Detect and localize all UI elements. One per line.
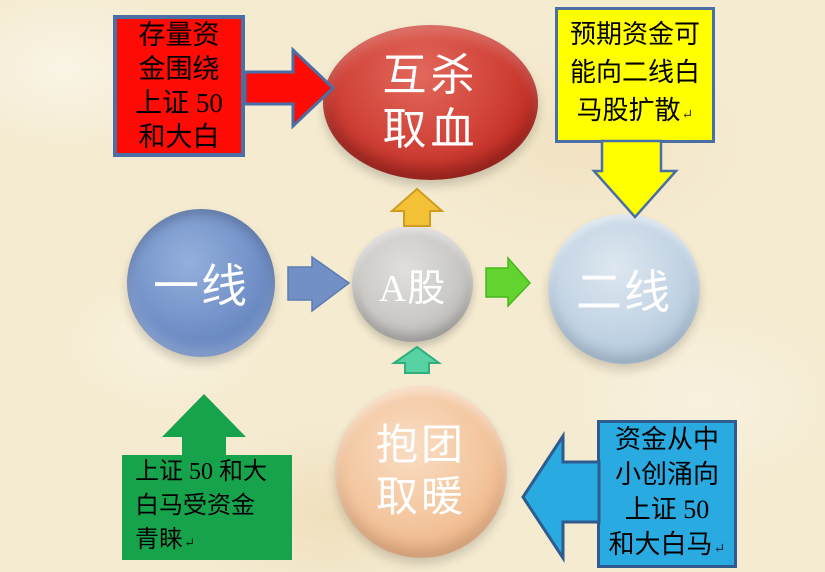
node-tier-one: 一线 — [127, 209, 275, 357]
callout-funds-around-sse50: 存量资 金围绕 上证 50 和大白 — [113, 15, 245, 157]
node-label: 一线 — [153, 261, 249, 312]
paragraph-mark: ↵ — [184, 535, 196, 550]
callout-line: 预期资金可 — [569, 20, 700, 49]
callout-line: 上证 50 — [135, 88, 223, 118]
callout-line: 上证 50 和大 — [135, 459, 267, 485]
node-label: 互杀 — [382, 50, 479, 100]
arrow-red-right-icon — [243, 46, 336, 130]
paragraph-mark: ↵ — [681, 107, 694, 123]
callout-line: 和大白 — [138, 122, 220, 152]
callout-line: 资金从中 — [614, 424, 719, 454]
node-a-share: A股 — [352, 226, 473, 342]
node-label: 抱团 — [375, 422, 466, 469]
callout-line: 小创涌向 — [614, 459, 719, 489]
callout-line: 青睐↵ — [135, 527, 196, 553]
node-tier-two: 二线 — [548, 214, 700, 364]
callout-expected-spread-tier2: 预期资金可 能向二线白 马股扩散↵ — [555, 7, 715, 143]
callout-line: 金围绕 — [138, 54, 220, 84]
callout-funds-flow-from-chinext: 资金从中 小创涌向 上证 50 和大白马↵ — [597, 420, 737, 568]
callout-line: 白马受资金 — [135, 493, 255, 519]
callout-line: 和大白马↵ — [608, 529, 726, 559]
callout-line: 上证 50 — [624, 494, 710, 524]
node-label: 二线 — [576, 267, 672, 318]
arrow-cyan-left-icon — [521, 430, 601, 564]
arrow-yellow-down-icon — [591, 139, 679, 219]
arrow-blue-right-icon — [287, 255, 351, 313]
node-label: 取暖 — [375, 475, 466, 521]
callout-sse50-favored: 上证 50 和大 白马受资金 青睐↵ — [122, 455, 292, 560]
arrow-teal-up-icon — [390, 345, 443, 374]
node-mutual-kill: 互杀 取血 — [323, 25, 538, 180]
node-label: A股 — [378, 267, 447, 310]
node-label: 取血 — [382, 104, 479, 154]
callout-line: 能向二线白 — [569, 58, 700, 87]
callout-line: 存量资 — [138, 20, 220, 50]
node-huddle-for-warmth: 抱团 取暖 — [335, 386, 507, 558]
callout-line: 马股扩散↵ — [576, 96, 694, 125]
arrow-gold-up-icon — [389, 187, 445, 227]
arrow-green-right-icon — [485, 256, 532, 308]
arrow-green-up-icon — [162, 394, 246, 458]
paragraph-mark: ↵ — [713, 540, 726, 557]
